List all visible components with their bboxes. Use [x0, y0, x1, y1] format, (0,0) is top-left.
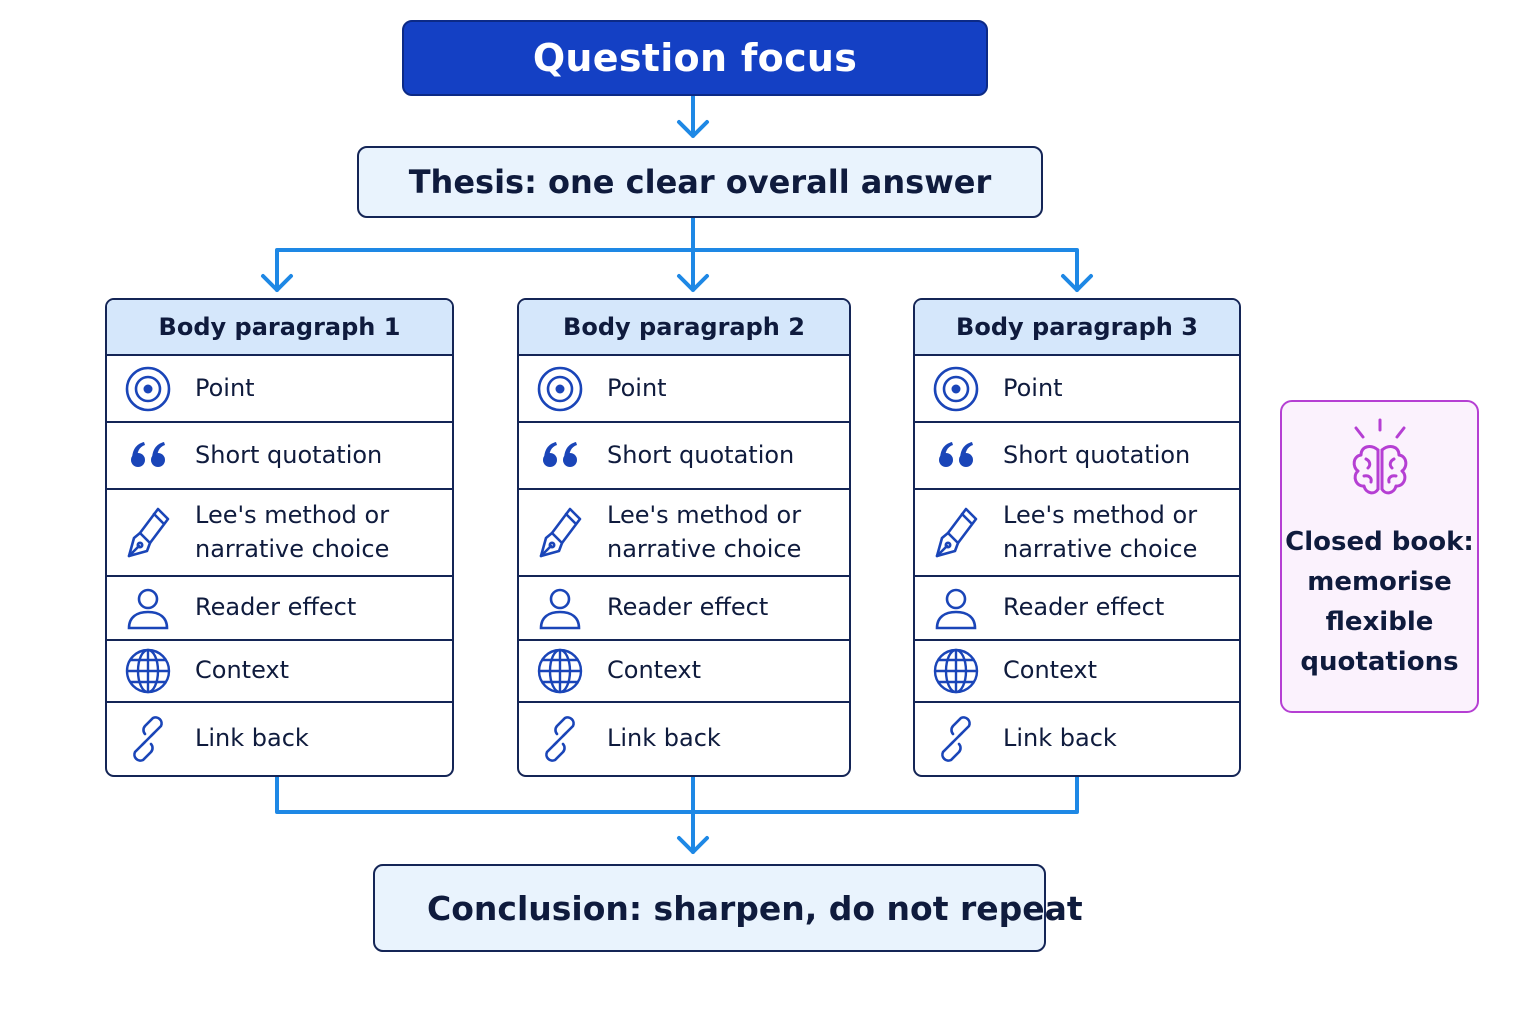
target-icon — [931, 364, 981, 414]
card-row-link-back: Link back — [519, 703, 849, 774]
row-label: Point — [195, 373, 255, 402]
card-row-link-back: Link back — [915, 703, 1239, 774]
quote-icon — [931, 431, 981, 481]
thesis-label: Thesis: one clear overall answer — [408, 163, 992, 201]
row-label: Point — [1003, 373, 1063, 402]
card-row-quotation: Short quotation — [107, 423, 452, 490]
body-paragraph-card-2: Body paragraph 2 Point Short quotation L… — [517, 298, 851, 777]
row-label: Context — [1003, 656, 1098, 685]
row-label: Link back — [607, 723, 721, 752]
fountain-pen-icon — [123, 507, 173, 558]
closed-book-note: Closed book: memorise flexible quotation… — [1280, 400, 1479, 713]
question-focus-label: Question focus — [532, 36, 858, 80]
card-row-context: Context — [915, 641, 1239, 703]
connector-question-to-thesis — [677, 94, 709, 138]
target-icon — [123, 364, 173, 414]
globe-icon — [931, 646, 981, 696]
connector-branch-line — [275, 248, 1079, 292]
connector-to-paragraph-3 — [1061, 274, 1093, 292]
quote-icon — [535, 431, 585, 481]
card-row-quotation: Short quotation — [915, 423, 1239, 490]
link-icon — [123, 714, 173, 764]
row-label: Reader effect — [607, 593, 769, 622]
globe-icon — [123, 646, 173, 696]
card-title: Body paragraph 2 — [519, 300, 849, 356]
card-row-reader-effect: Reader effect — [519, 577, 849, 641]
row-label: Point — [607, 373, 667, 402]
link-icon — [535, 714, 585, 764]
row-label: Lee's method or narrative choice — [195, 501, 390, 563]
card-row-reader-effect: Reader effect — [915, 577, 1239, 641]
card-row-context: Context — [519, 641, 849, 703]
thesis-box: Thesis: one clear overall answer — [357, 146, 1043, 218]
fountain-pen-icon — [931, 507, 981, 558]
row-label: Lee's method or narrative choice — [607, 501, 802, 563]
fountain-pen-icon — [535, 507, 585, 558]
question-focus-box: Question focus — [402, 20, 988, 96]
row-label: Short quotation — [1003, 440, 1191, 469]
card-title: Body paragraph 3 — [915, 300, 1239, 356]
target-icon — [535, 364, 585, 414]
link-icon — [931, 714, 981, 764]
conclusion-label: Conclusion: sharpen, do not repeat — [427, 888, 1083, 928]
card-row-method: Lee's method or narrative choice — [107, 490, 452, 577]
closed-book-label: Closed book: memorise flexible quotation… — [1285, 527, 1474, 677]
connector-to-paragraph-2 — [677, 248, 709, 292]
person-icon — [123, 583, 173, 633]
card-row-point: Point — [915, 356, 1239, 423]
person-icon — [931, 583, 981, 633]
card-row-method: Lee's method or narrative choice — [519, 490, 849, 577]
row-label: Short quotation — [607, 440, 795, 469]
row-label: Context — [607, 656, 702, 685]
row-label: Reader effect — [195, 593, 357, 622]
card-row-reader-effect: Reader effect — [107, 577, 452, 641]
globe-icon — [535, 646, 585, 696]
row-label: Short quotation — [195, 440, 383, 469]
person-icon — [535, 583, 585, 633]
brain-icon — [1352, 418, 1407, 495]
card-row-point: Point — [107, 356, 452, 423]
connector-to-conclusion — [677, 836, 709, 854]
row-label: Link back — [1003, 723, 1117, 752]
body-paragraph-card-3: Body paragraph 3 Point Short quotation L… — [913, 298, 1241, 777]
card-row-link-back: Link back — [107, 703, 452, 774]
card-title: Body paragraph 1 — [107, 300, 452, 356]
row-label: Link back — [195, 723, 309, 752]
card-row-point: Point — [519, 356, 849, 423]
conclusion-box: Conclusion: sharpen, do not repeat — [373, 864, 1083, 952]
row-label: Lee's method or narrative choice — [1003, 501, 1198, 563]
connector-to-paragraph-1 — [261, 274, 293, 292]
row-label: Context — [195, 656, 290, 685]
card-row-quotation: Short quotation — [519, 423, 849, 490]
card-row-context: Context — [107, 641, 452, 703]
card-row-method: Lee's method or narrative choice — [915, 490, 1239, 577]
connector-merge-line — [275, 775, 1079, 854]
quote-icon — [123, 431, 173, 481]
row-label: Reader effect — [1003, 593, 1165, 622]
body-paragraph-card-1: Body paragraph 1 Point Short quotation L… — [105, 298, 454, 777]
